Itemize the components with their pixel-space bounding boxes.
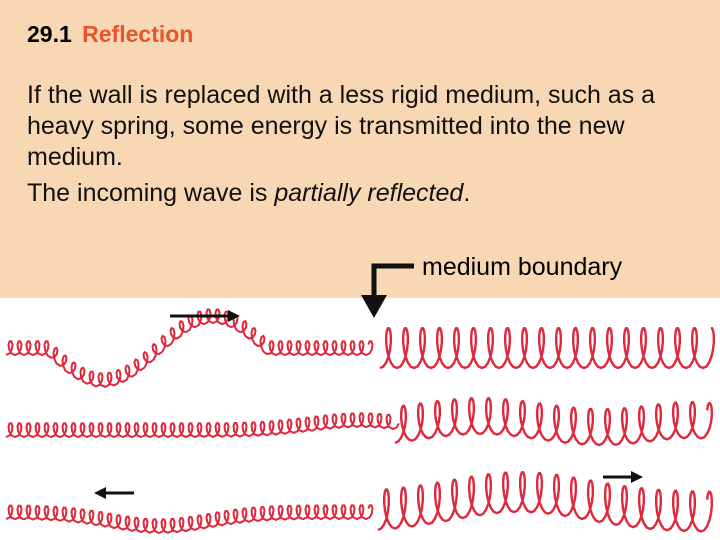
paragraph-partial-reflection: The incoming wave is partially reflected…: [27, 178, 707, 209]
section-title: Reflection: [82, 21, 194, 47]
reflected-direction-arrow: [94, 487, 134, 499]
slide-heading: 29.1 Reflection: [27, 20, 193, 48]
slide-body: If the wall is replaced with a less rigi…: [27, 80, 707, 209]
partially-reflected-emphasis: partially reflected: [274, 179, 464, 207]
heavy-spring-row-2: [394, 397, 713, 447]
paragraph-prefix: The incoming wave is: [27, 179, 275, 207]
boundary-pointer-arrow: [361, 263, 414, 318]
medium-boundary-label: medium boundary: [422, 253, 623, 281]
incoming-direction-arrow: [170, 310, 240, 322]
section-number: 29.1: [27, 21, 72, 47]
heavy-spring-row-1: [379, 327, 715, 370]
text-panel: [0, 0, 720, 298]
heavy-spring-row-3: [377, 471, 713, 533]
thin-spring-row-2: [5, 412, 400, 439]
paragraph-transmission: If the wall is replaced with a less rigi…: [27, 81, 656, 171]
paragraph-suffix: .: [463, 179, 471, 207]
thin-spring-row-1: [5, 308, 374, 388]
transmitted-direction-arrow: [603, 471, 643, 483]
thin-spring-row-3: [5, 504, 374, 535]
